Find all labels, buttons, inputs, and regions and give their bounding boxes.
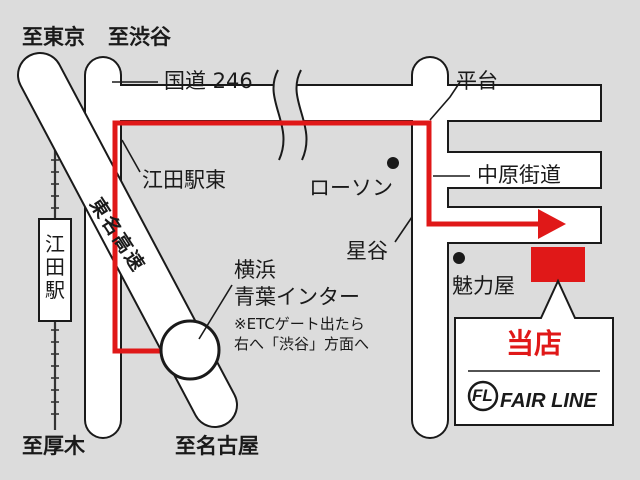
label-to-shibuya: 至渋谷: [108, 25, 171, 49]
label-to-tokyo: 至東京: [22, 25, 85, 49]
road-break: [272, 69, 308, 161]
label-route246: 国道 246: [164, 69, 253, 93]
station-label: 江 田 駅: [45, 233, 65, 302]
station-char: 駅: [45, 278, 65, 302]
shop-title: 当店: [505, 327, 562, 360]
label-lawson: ローソン: [309, 176, 393, 200]
interchange-circle: [159, 319, 221, 381]
label-to-nagoya: 至名古屋: [175, 434, 259, 458]
label-etc-note-2: 右へ「渋谷」方面へ: [234, 335, 370, 353]
station-box: [38, 218, 72, 322]
leader-lines: [112, 81, 470, 340]
recommended-route: [112, 120, 540, 354]
miryokuya-marker-icon: [453, 252, 465, 264]
label-hoshiya: 星谷: [346, 239, 388, 263]
fairline-logo-mark: FL: [472, 386, 493, 405]
station-char: 田: [45, 255, 65, 279]
label-etc-note-1: ※ETCゲート出たら: [234, 315, 365, 333]
lawson-marker-icon: [387, 157, 399, 169]
label-miryokuya: 魅力屋: [452, 274, 515, 298]
label-to-atsugi: 至厚木: [22, 434, 85, 458]
label-aoba-ic: 青葉インター: [234, 285, 360, 309]
fairline-logo-text: FAIR LINE: [500, 390, 597, 412]
shop-marker: [531, 247, 585, 282]
label-nakahara: 中原街道: [477, 163, 561, 187]
label-eda-east: 江田駅東: [142, 168, 226, 192]
label-hiradai: 平台: [456, 69, 498, 93]
label-yokohama: 横浜: [234, 258, 276, 282]
route-arrow: [538, 209, 566, 239]
station-char: 江: [45, 232, 65, 256]
fairline-logo-icon: [467, 380, 499, 412]
